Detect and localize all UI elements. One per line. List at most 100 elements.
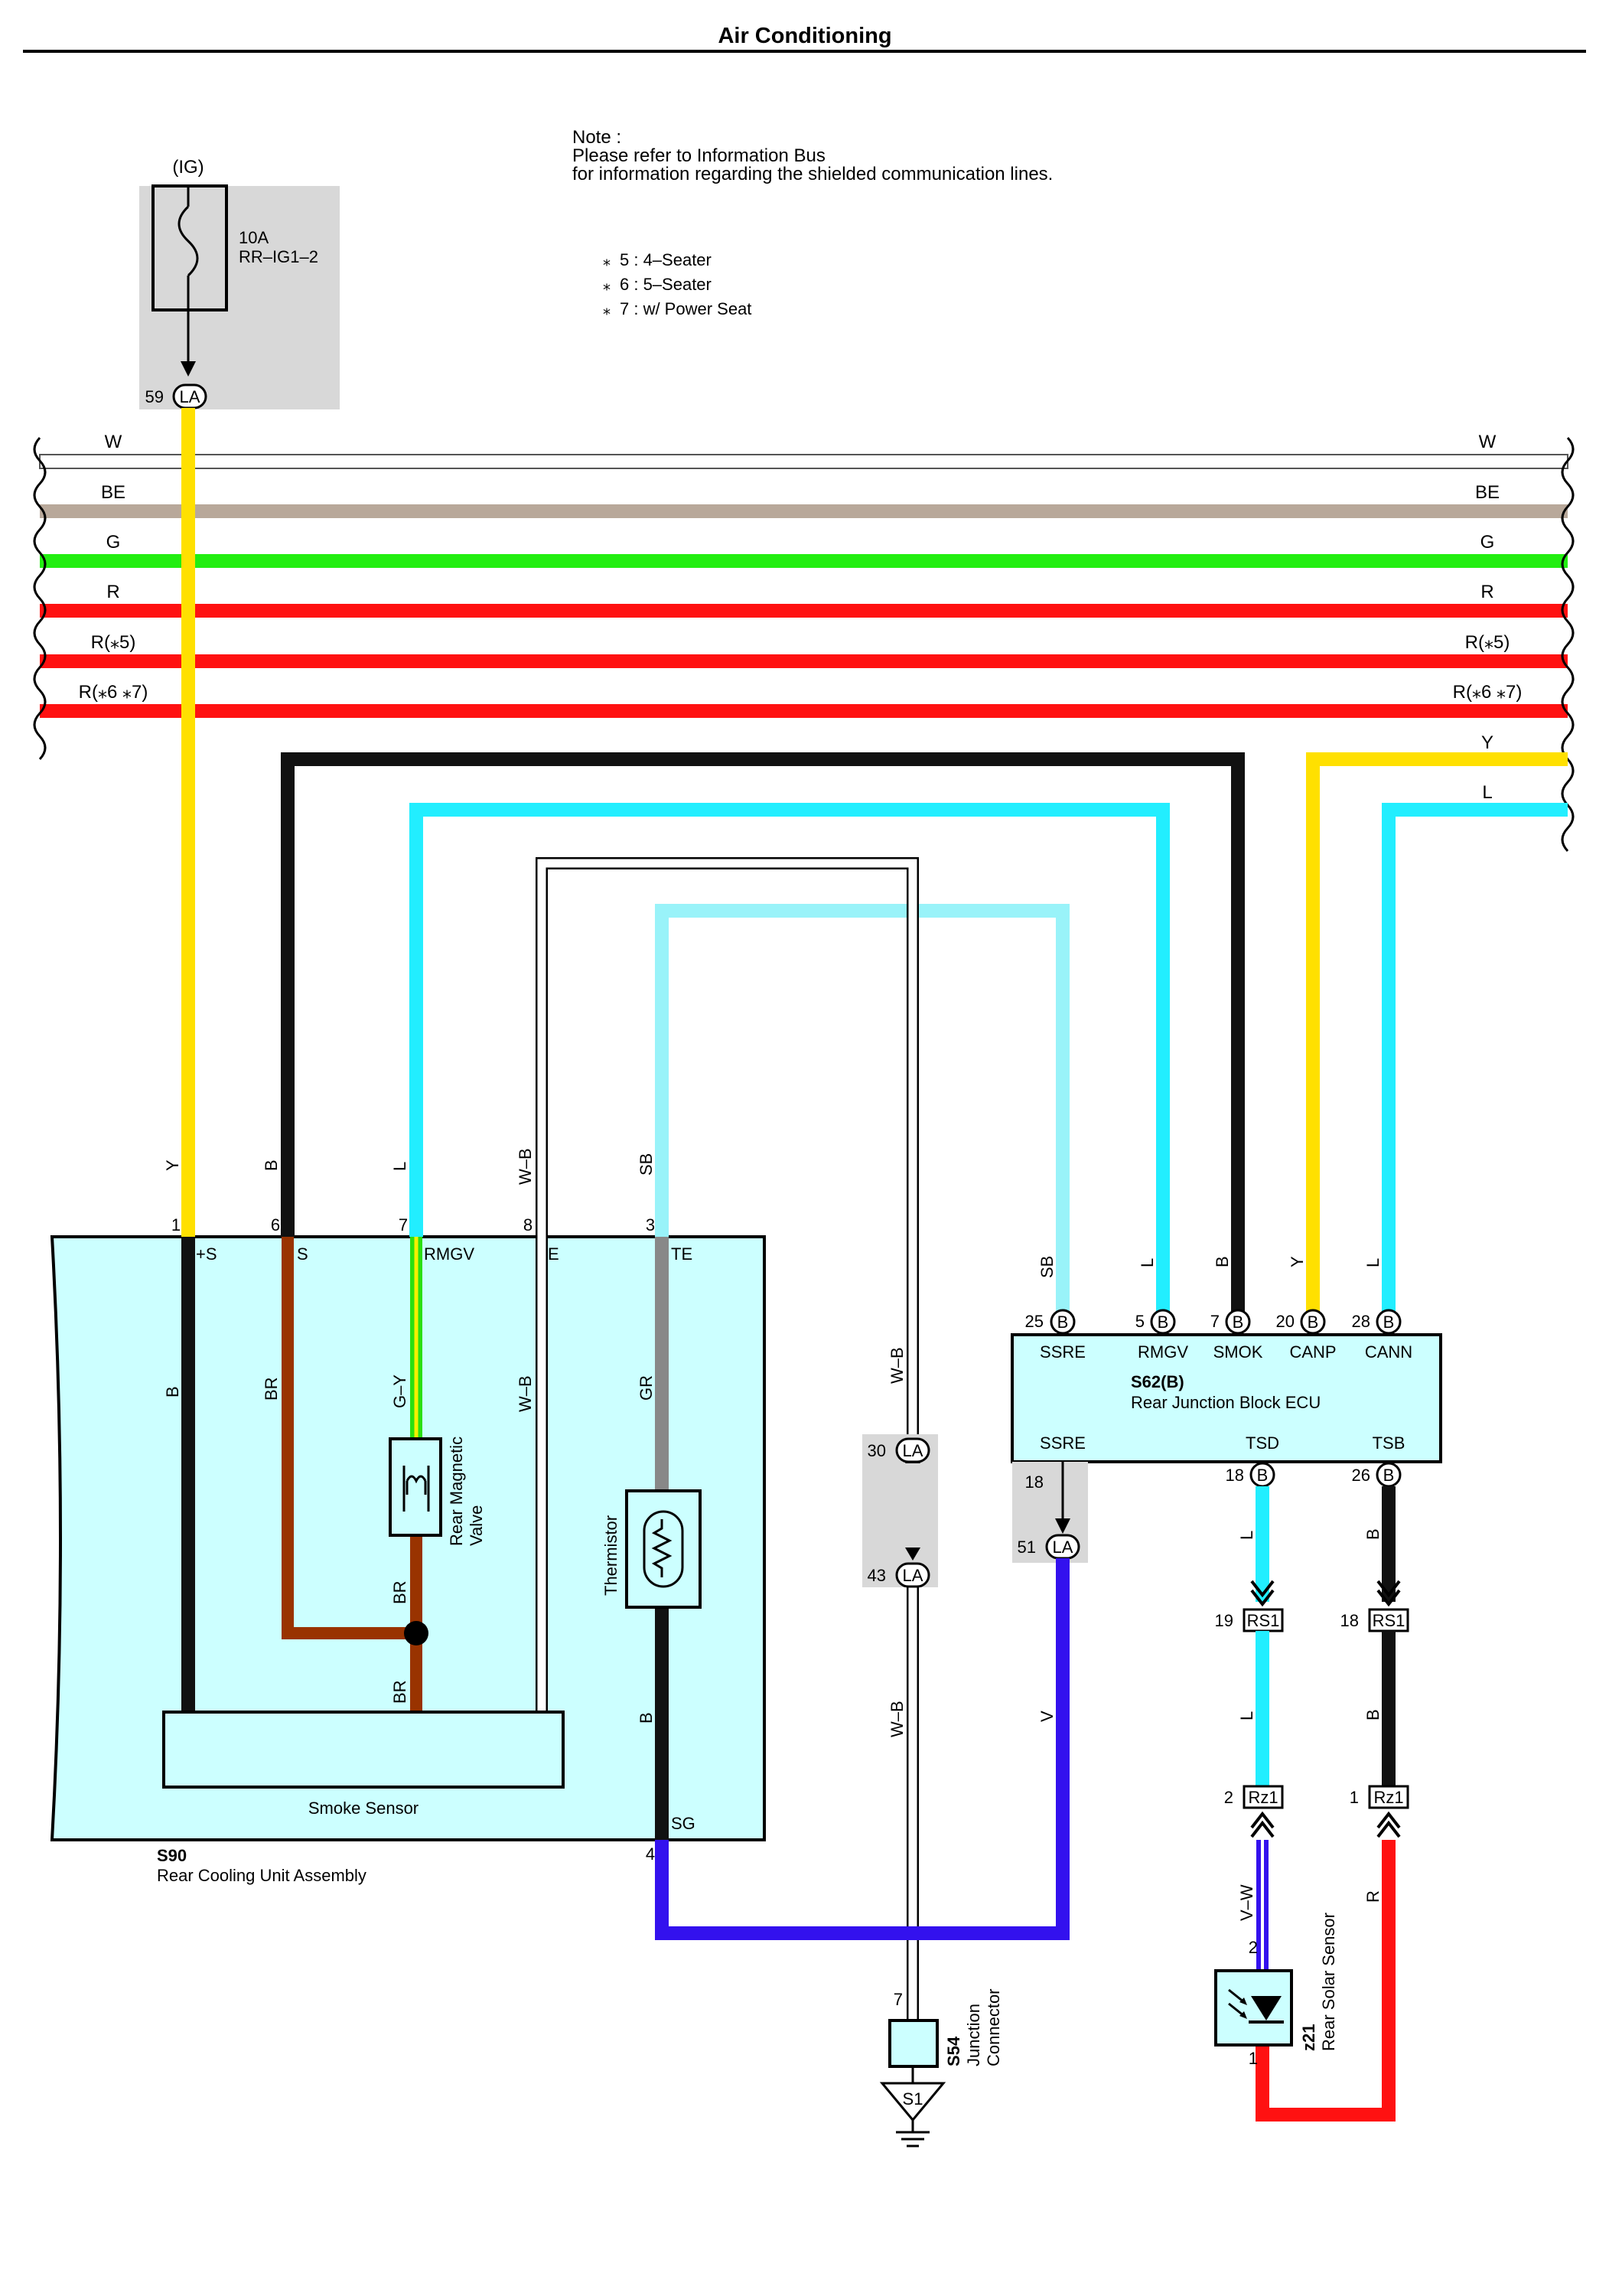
seating-legend: ⁎ 5 : 4–Seater ⁎ 6 : 5–Seater ⁎ 7 : w/ P…: [603, 250, 751, 318]
fuse-box: [151, 184, 228, 311]
s54-junction-connector: [888, 2019, 939, 2068]
s62-pin-number: 25: [1025, 1312, 1044, 1331]
wire-color-label: B: [1363, 1709, 1383, 1720]
smoke-sensor: [162, 1711, 565, 1789]
s62-pin-number: 18: [1025, 1473, 1044, 1492]
bus-label-left: BE: [101, 482, 125, 503]
s62-pin-number: 20: [1276, 1312, 1295, 1331]
page-title: Air Conditioning: [718, 24, 891, 48]
s90-pin-name: SG: [671, 1814, 695, 1833]
s62-pin-name: SMOK: [1213, 1342, 1263, 1362]
s90-pin-name: TE: [671, 1244, 692, 1264]
s54-pin-number: 7: [894, 1990, 903, 2009]
arrow-down-icon: [1055, 1518, 1070, 1534]
s90-code: S90: [157, 1846, 187, 1865]
wire-color-label: L: [390, 1162, 409, 1171]
s62-pin-name: TSD: [1246, 1433, 1279, 1453]
wire-color-label: L: [1237, 1531, 1256, 1540]
wire-color-label: G–Y: [390, 1375, 409, 1408]
fuse-splice-background: [139, 186, 340, 409]
wire-color-label: L: [1138, 1258, 1157, 1267]
z21-code: z21: [1299, 2024, 1318, 2051]
wire-color-label: W–B: [888, 1701, 907, 1737]
wire-color-label: B: [1363, 1528, 1383, 1540]
note-text-2: for information regarding the shielded c…: [572, 164, 1053, 184]
coil-icon: [406, 1475, 427, 1495]
wire-l-rmgv: [409, 803, 1170, 1322]
bus-label-right: R: [1480, 582, 1493, 602]
connector-label: B: [1257, 1466, 1269, 1485]
wire-color-label: Y: [1288, 1256, 1307, 1267]
connector-pin-number: 51: [1018, 1538, 1036, 1557]
s62-pin-number: 5: [1135, 1312, 1145, 1331]
rear-solar-sensor: [1214, 1969, 1293, 2047]
arrow-down-icon: [905, 1548, 920, 1561]
s62-pin-name: SSRE: [1040, 1342, 1086, 1362]
connector-label: LA: [903, 1441, 923, 1460]
s90-pin-name: S: [297, 1244, 308, 1264]
right-wire-label-y: Y: [1481, 732, 1493, 753]
valve-label: Rear Magnetic: [447, 1437, 466, 1546]
bus-label-right: R(⁎5): [1465, 632, 1510, 653]
thermistor: [625, 1489, 702, 1609]
legend-mark: ⁎: [603, 277, 611, 294]
thermistor-label: Thermistor: [601, 1515, 620, 1596]
connector-circle: [1150, 1309, 1176, 1335]
bus-label-right: G: [1480, 532, 1495, 553]
connector-circle: [1225, 1309, 1251, 1335]
splice-dot: [404, 1621, 428, 1645]
fuse-name: RR–IG1–2: [239, 247, 318, 266]
bus-wires: W BE G R R(⁎5) R(⁎6 ⁎7) W BE G R R(⁎5) R…: [33, 432, 1575, 853]
bus-label-left: W: [105, 432, 122, 452]
wire-color-label: W–B: [516, 1148, 535, 1185]
fuse-connector-label: LA: [180, 387, 200, 406]
connector-circle: [1376, 1309, 1402, 1335]
connector-oval: [895, 1562, 930, 1588]
s90-pin-number: 3: [646, 1215, 655, 1234]
connector-pin-number: 1: [1350, 1788, 1359, 1807]
s90-pin-name: RMGV: [424, 1244, 474, 1264]
wire-color-label: B: [1213, 1256, 1232, 1267]
connector-label: B: [1383, 1466, 1395, 1485]
chevron-up-icon: [1250, 1811, 1275, 1838]
valve-label: Valve: [467, 1505, 486, 1546]
s62-pin-number: 26: [1352, 1466, 1370, 1485]
wire-color-label: SB: [637, 1153, 656, 1176]
s54-name: Junction: [964, 2004, 983, 2066]
s54-code: S54: [944, 2036, 963, 2066]
z21-name: Rear Solar Sensor: [1319, 1913, 1338, 2051]
s62-pin-number: 18: [1226, 1466, 1244, 1485]
connector-oval: [895, 1437, 930, 1463]
connector-label: LA: [903, 1566, 923, 1585]
fuse-pin-number: 59: [145, 387, 164, 406]
fuse-supply-label: (IG): [172, 157, 204, 178]
connector-circle: [1300, 1309, 1326, 1335]
connector-pin-number: 18: [1340, 1611, 1359, 1630]
ground-icon: [896, 2131, 930, 2148]
connector-label: RS1: [1247, 1611, 1280, 1630]
legend-item-7: 7 : w/ Power Seat: [620, 299, 751, 318]
wire-color-label: B: [163, 1386, 182, 1397]
s90-pin-number: 6: [271, 1215, 280, 1234]
bus-label-right: W: [1479, 432, 1497, 452]
wire-br-internal: [282, 1237, 416, 1639]
bus-label-left: G: [106, 532, 121, 553]
legend-item-5: 5 : 4–Seater: [620, 250, 712, 269]
connector-label: RS1: [1373, 1611, 1405, 1630]
s90-pin-number: 1: [171, 1215, 181, 1234]
note-text-1: Please refer to Information Bus: [572, 145, 826, 166]
wire-sb-ssre: [655, 904, 1070, 1322]
wire-color-label: B: [637, 1712, 656, 1724]
s90-pin-name: E: [548, 1244, 559, 1264]
s90-pin-number: 8: [523, 1215, 533, 1234]
legend-mark: ⁎: [603, 253, 611, 269]
wire-color-label: BR: [390, 1580, 409, 1604]
wire-color-label: V: [1037, 1711, 1057, 1722]
wire-color-label: SB: [1037, 1256, 1057, 1278]
s62-pin-name: CANP: [1289, 1342, 1336, 1362]
bus-label-left: R(⁎6 ⁎7): [79, 682, 148, 703]
wire-v: [655, 1558, 1070, 1940]
photodiode-icon: [1228, 1988, 1284, 2024]
s62-ecu-box: [1011, 1333, 1442, 1463]
s62-pin-name: TSB: [1373, 1433, 1405, 1453]
